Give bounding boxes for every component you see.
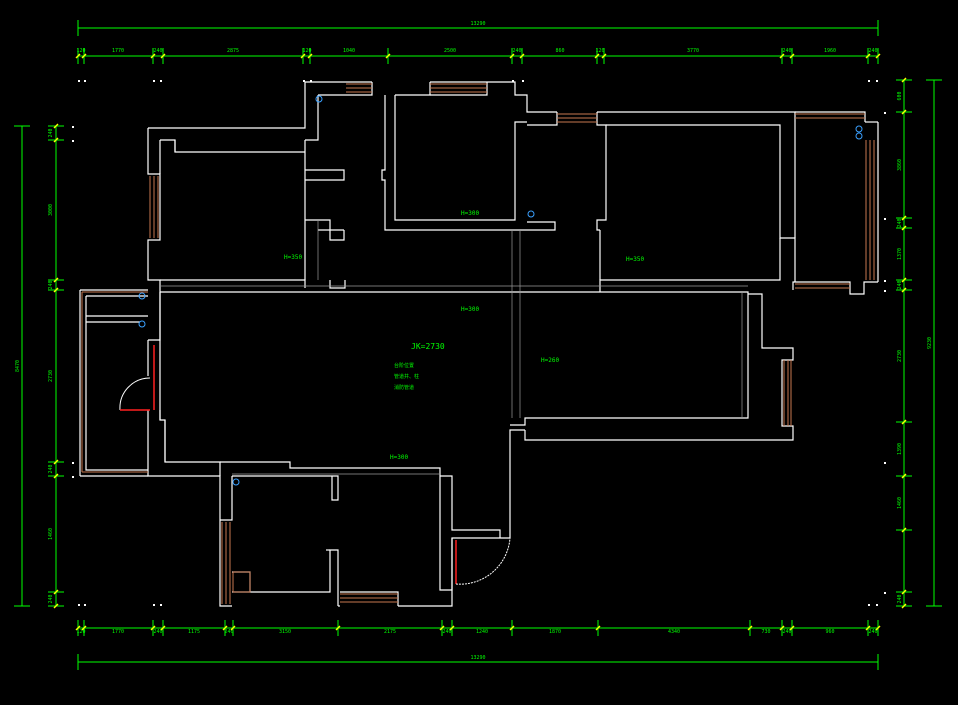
ceiling-height-label: JK=2730 — [411, 342, 445, 351]
right-dimension-lines — [896, 79, 942, 607]
dim-top-seg: 1040 — [343, 48, 355, 54]
dim-top-seg: 1770 — [112, 48, 124, 54]
dim-left-seg: 240 — [48, 280, 54, 289]
height-label-bed-left: H=350 — [284, 254, 302, 261]
pipe-icon — [232, 478, 240, 486]
dim-left-seg: 240 — [48, 128, 54, 137]
pipe-icon — [138, 292, 146, 300]
room-labels: H=350 H=300 H=350 H=300 H=260 H=300 JK=2… — [284, 210, 644, 461]
dim-bottom-seg: 240 — [224, 629, 233, 635]
dim-bottom-seg: 960 — [825, 629, 834, 635]
note-line: 管道井、柱 — [394, 373, 419, 380]
dim-bottom-seg: 1240 — [476, 629, 488, 635]
dim-right-seg: 240 — [897, 594, 903, 603]
bottom-dimension-lines — [77, 620, 879, 670]
dim-top-seg: 860 — [555, 48, 564, 54]
right-dimension-texts: 9230 600 3860 240 1370 240 2730 1390 146… — [897, 91, 933, 603]
height-label-corridor: H=300 — [461, 306, 479, 313]
pipe-icon — [855, 125, 863, 133]
dim-top-seg: 240 — [512, 48, 521, 54]
walls — [79, 81, 879, 607]
pipe-fixtures — [138, 95, 863, 486]
dim-top-seg: 120 — [595, 48, 604, 54]
dim-left-seg: 240 — [48, 464, 54, 473]
pipe-icon — [855, 132, 863, 140]
dim-top-seg: 240 — [782, 48, 791, 54]
pipe-icon — [138, 320, 146, 328]
dim-right-seg: 600 — [897, 91, 903, 100]
dim-bottom-seg: 120 — [76, 629, 85, 635]
doors — [119, 345, 511, 585]
dim-top-seg: 120 — [76, 48, 85, 54]
height-label-bed-right: H=350 — [626, 256, 644, 263]
dim-bottom-seg: 240 — [442, 629, 451, 635]
dim-bottom-seg: 730 — [761, 629, 770, 635]
left-dimension-lines — [14, 125, 64, 607]
height-label-lower: H=300 — [390, 454, 408, 461]
dim-right-seg: 240 — [897, 218, 903, 227]
pipe-icon — [315, 95, 323, 103]
dim-right-seg: 3860 — [897, 159, 903, 171]
dim-top-seg: 1960 — [824, 48, 836, 54]
height-label-living: H=260 — [541, 357, 559, 364]
pipe-icon — [527, 210, 535, 218]
dim-right-seg: 1390 — [897, 443, 903, 455]
dim-bottom-seg: 1770 — [112, 629, 124, 635]
dim-left-seg: 2730 — [48, 370, 54, 382]
top-dimension-texts: 13290 120 1770 240 2875 120 1040 2500 24… — [76, 21, 877, 54]
dim-right-seg: 240 — [897, 280, 903, 289]
dim-bottom-seg: 1175 — [188, 629, 200, 635]
note-line: 台阶位置 — [394, 362, 414, 369]
dim-top-seg: 3770 — [687, 48, 699, 54]
dim-top-total: 13290 — [470, 21, 485, 27]
dim-bottom-seg: 2175 — [384, 629, 396, 635]
dim-top-seg: 2875 — [227, 48, 239, 54]
height-label-bed-mid: H=300 — [461, 210, 479, 217]
dim-left-seg: 240 — [48, 594, 54, 603]
dim-top-seg: 240 — [868, 48, 877, 54]
dim-top-seg: 120 — [302, 48, 311, 54]
dim-right-total: 9230 — [927, 337, 933, 349]
dim-left-total: 8470 — [15, 360, 21, 372]
note-line: 消防管道 — [394, 384, 414, 391]
dim-bottom-total: 13290 — [470, 655, 485, 661]
grid-markers — [72, 80, 886, 606]
dim-top-seg: 240 — [153, 48, 162, 54]
bottom-dimension-texts: 120 1770 240 1175 240 3150 2175 240 1240… — [76, 629, 877, 661]
dim-bottom-seg: 240 — [153, 629, 162, 635]
dim-bottom-seg: 240 — [782, 629, 791, 635]
dim-right-seg: 1370 — [897, 248, 903, 260]
dim-bottom-seg: 4340 — [668, 629, 680, 635]
dim-left-seg: 3000 — [48, 204, 54, 216]
dim-bottom-seg: 240 — [868, 629, 877, 635]
windows — [81, 83, 875, 604]
dim-right-seg: 1460 — [897, 497, 903, 509]
dimension-ticks — [53, 53, 907, 631]
dim-bottom-seg: 1870 — [549, 629, 561, 635]
dim-top-seg: 2500 — [444, 48, 456, 54]
dim-bottom-seg: 3150 — [279, 629, 291, 635]
dim-right-seg: 2730 — [897, 350, 903, 362]
ceiling-lines — [160, 220, 748, 475]
left-dimension-texts: 8470 240 3000 240 2730 240 1460 240 — [15, 128, 54, 603]
dim-left-seg: 1460 — [48, 528, 54, 540]
